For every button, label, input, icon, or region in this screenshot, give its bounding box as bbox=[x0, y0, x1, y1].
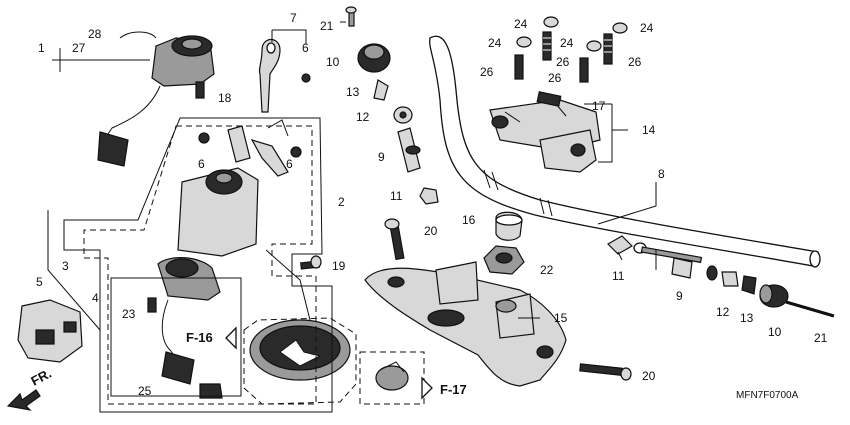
stem-nut-and-plug bbox=[483, 211, 525, 275]
callout-3: 3 bbox=[62, 259, 69, 273]
callout-labels: 28 1 27 7 6 21 10 13 12 9 11 18 6 6 2 3 … bbox=[36, 11, 828, 398]
callout-25: 25 bbox=[138, 384, 152, 398]
bracket-part bbox=[17, 299, 83, 363]
leader-lines bbox=[271, 21, 657, 319]
callout-26-c: 26 bbox=[480, 65, 494, 79]
callout-16: 16 bbox=[462, 213, 476, 227]
callout-19: 19 bbox=[332, 259, 346, 273]
handlebar-part bbox=[429, 35, 821, 268]
callout-20-bottom: 20 bbox=[642, 369, 656, 383]
ignition-switch-part bbox=[97, 31, 215, 167]
callout-26-a: 26 bbox=[556, 55, 570, 69]
callout-15: 15 bbox=[554, 311, 568, 325]
callout-6-right: 6 bbox=[286, 157, 293, 171]
holder-bolts bbox=[514, 16, 628, 83]
stem-parts-column bbox=[345, 6, 439, 205]
ref-f17: F-17 bbox=[440, 382, 467, 397]
callout-2: 2 bbox=[338, 195, 345, 209]
callout-6-left: 6 bbox=[198, 157, 205, 171]
callout-12-top: 12 bbox=[356, 110, 370, 124]
callout-27: 27 bbox=[72, 41, 86, 55]
ignition-switch-body bbox=[147, 257, 223, 399]
callout-4: 4 bbox=[92, 291, 99, 305]
callout-12-bottom: 12 bbox=[716, 305, 730, 319]
key-cylinder-set bbox=[177, 119, 302, 257]
fuel-cap-region bbox=[243, 317, 425, 405]
stem-parts-row bbox=[607, 235, 835, 318]
callout-5: 5 bbox=[36, 275, 43, 289]
callout-14: 14 bbox=[642, 123, 656, 137]
callout-13-bottom: 13 bbox=[740, 311, 754, 325]
callout-17: 17 bbox=[592, 99, 606, 113]
handlebar-holder-part bbox=[489, 91, 601, 173]
callout-24-d: 24 bbox=[640, 21, 654, 35]
callout-21-bottom: 21 bbox=[814, 331, 828, 345]
callout-8: 8 bbox=[658, 167, 665, 181]
callout-18: 18 bbox=[218, 91, 232, 105]
callout-11-top: 11 bbox=[390, 189, 403, 203]
callout-10-bottom: 10 bbox=[768, 325, 782, 339]
callout-20-top: 20 bbox=[424, 224, 438, 238]
callout-13-top: 13 bbox=[346, 85, 360, 99]
reference-markers: F-16 F-17 bbox=[186, 326, 467, 400]
callout-7: 7 bbox=[290, 11, 297, 25]
diagram-code: MFN7F0700A bbox=[736, 390, 799, 401]
top-bridge-part bbox=[364, 261, 567, 387]
callout-9-top: 9 bbox=[378, 150, 385, 164]
callout-26-b: 26 bbox=[628, 55, 642, 69]
callout-28: 28 bbox=[88, 27, 102, 41]
callout-1: 1 bbox=[38, 41, 45, 55]
callout-11-bottom: 11 bbox=[612, 269, 625, 283]
callout-23: 23 bbox=[122, 307, 136, 321]
assembly-outlines bbox=[47, 48, 333, 413]
callout-22: 22 bbox=[540, 263, 554, 277]
front-label: FR. bbox=[28, 366, 54, 389]
callout-10-top: 10 bbox=[326, 55, 340, 69]
callout-21-top: 21 bbox=[320, 19, 334, 33]
bridge-bolts bbox=[300, 218, 632, 381]
callout-26-d: 26 bbox=[548, 71, 562, 85]
ref-f16: F-16 bbox=[186, 330, 213, 345]
callout-24-a: 24 bbox=[514, 17, 528, 31]
callout-6-key: 6 bbox=[302, 41, 309, 55]
callout-9-bottom: 9 bbox=[676, 289, 683, 303]
key-part bbox=[258, 38, 311, 113]
callout-24-b: 24 bbox=[488, 36, 502, 50]
front-direction-arrow: FR. bbox=[6, 366, 54, 411]
callout-24-c: 24 bbox=[560, 36, 574, 50]
